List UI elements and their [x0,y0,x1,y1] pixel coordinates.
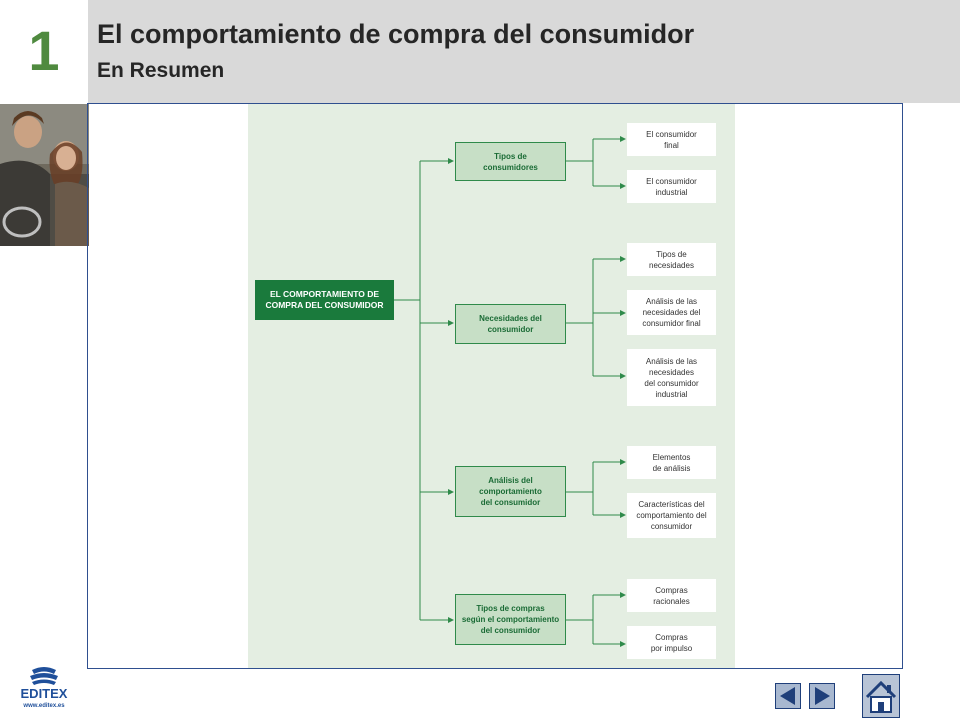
triangle-right-icon [815,687,830,705]
leaf-node-label: Tipos de necesidades [649,249,694,270]
leaf-node-label: El consumidor industrial [646,176,697,197]
leaf-node-label: Análisis de las necesidades del consumid… [642,297,701,328]
editex-logo: EDITEX www.editex.es [14,666,74,710]
previous-button[interactable] [775,683,801,709]
leaf-node: El consumidor final [627,123,716,156]
triangle-left-icon [780,687,795,705]
leaf-node: Tipos de necesidades [627,243,716,276]
leaf-node: Elementos de análisis [627,446,716,479]
branch-node-label: Tipos de consumidores [483,151,538,172]
chapter-number: 1 [28,19,60,82]
header-bar [88,0,960,103]
concept-map: EL COMPORTAMIENTO DE COMPRA DEL CONSUMID… [248,104,735,668]
leaf-node-label: Elementos de análisis [652,452,691,473]
content-frame [87,103,903,669]
branch-node-consumer-types: Tipos de consumidores [455,142,566,181]
branch-node-label: Necesidades del consumidor [479,314,542,334]
connector-lines [394,136,626,647]
leaf-node: Compras racionales [627,579,716,612]
leaf-node-label: Compras racionales [653,585,690,606]
leaf-node: Análisis de las necesidades del consumid… [627,290,716,335]
branch-node-purchase-types: Tipos de compras según el comportamiento… [455,594,566,645]
leaf-node-label: Características del comportamiento del c… [636,500,707,531]
leaf-node-label: El consumidor final [646,129,697,150]
branch-node-label: Tipos de compras según el comportamiento… [461,604,560,635]
branch-node-consumer-needs: Necesidades del consumidor [455,304,566,344]
house-icon [865,680,897,713]
people-photo [0,104,89,246]
leaf-node-label: Análisis de las necesidades del consumid… [644,356,699,399]
leaf-node: Análisis de las necesidades del consumid… [627,349,716,406]
root-node: EL COMPORTAMIENTO DE COMPRA DEL CONSUMID… [255,280,394,320]
branch-node-behavior-analysis: Análisis del comportamiento del consumid… [455,466,566,517]
leaf-node-label: Compras por impulso [650,632,693,653]
leaf-node: Compras por impulso [627,626,716,659]
svg-text:EDITEX: EDITEX [21,686,68,701]
leaf-node: El consumidor industrial [627,170,716,203]
branch-node-label: Análisis del comportamiento del consumid… [479,476,542,507]
leaf-node: Características del comportamiento del c… [627,493,716,538]
page-title: El comportamiento de compra del consumid… [97,19,695,49]
home-button[interactable] [862,674,900,718]
next-button[interactable] [809,683,835,709]
svg-text:www.editex.es: www.editex.es [22,703,65,709]
page-subtitle: En Resumen [97,59,225,82]
root-node-label: EL COMPORTAMIENTO DE COMPRA DEL CONSUMID… [265,289,384,310]
